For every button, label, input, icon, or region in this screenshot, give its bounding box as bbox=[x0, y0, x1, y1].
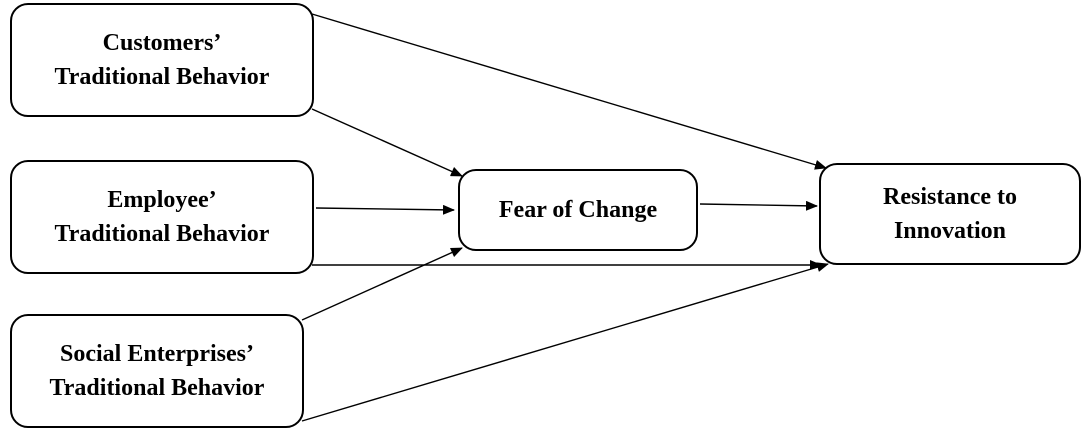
edge-fear-to-resistance bbox=[699, 200, 818, 211]
edge-social-to-fear bbox=[301, 247, 463, 321]
node-social-enterprises-traditional-behavior: Social Enterprises’ Traditional Behavior bbox=[10, 314, 304, 428]
node-label-line: Customers’ bbox=[102, 30, 222, 56]
edge-customers-to-fear bbox=[311, 108, 463, 177]
node-label-line: Employee’ bbox=[107, 187, 217, 213]
node-resistance-to-innovation: Resistance to Innovation bbox=[819, 163, 1081, 265]
node-label-line: Resistance to bbox=[883, 184, 1017, 210]
node-label-line: Social Enterprises’ bbox=[60, 341, 254, 367]
node-label-line: Traditional Behavior bbox=[54, 221, 270, 247]
node-employee-traditional-behavior: Employee’ Traditional Behavior bbox=[10, 160, 314, 274]
edge-employee-to-fear bbox=[315, 204, 455, 215]
node-label-line: Traditional Behavior bbox=[49, 375, 265, 401]
edge-customers-to-resistance bbox=[311, 13, 827, 170]
node-label-line: Traditional Behavior bbox=[54, 64, 270, 90]
edge-social-to-resistance bbox=[301, 262, 829, 422]
node-label-line: Innovation bbox=[893, 218, 1007, 244]
node-fear-of-change: Fear of Change bbox=[458, 169, 698, 251]
node-label-line: Fear of Change bbox=[498, 197, 658, 223]
node-customers-traditional-behavior: Customers’ Traditional Behavior bbox=[10, 3, 314, 117]
